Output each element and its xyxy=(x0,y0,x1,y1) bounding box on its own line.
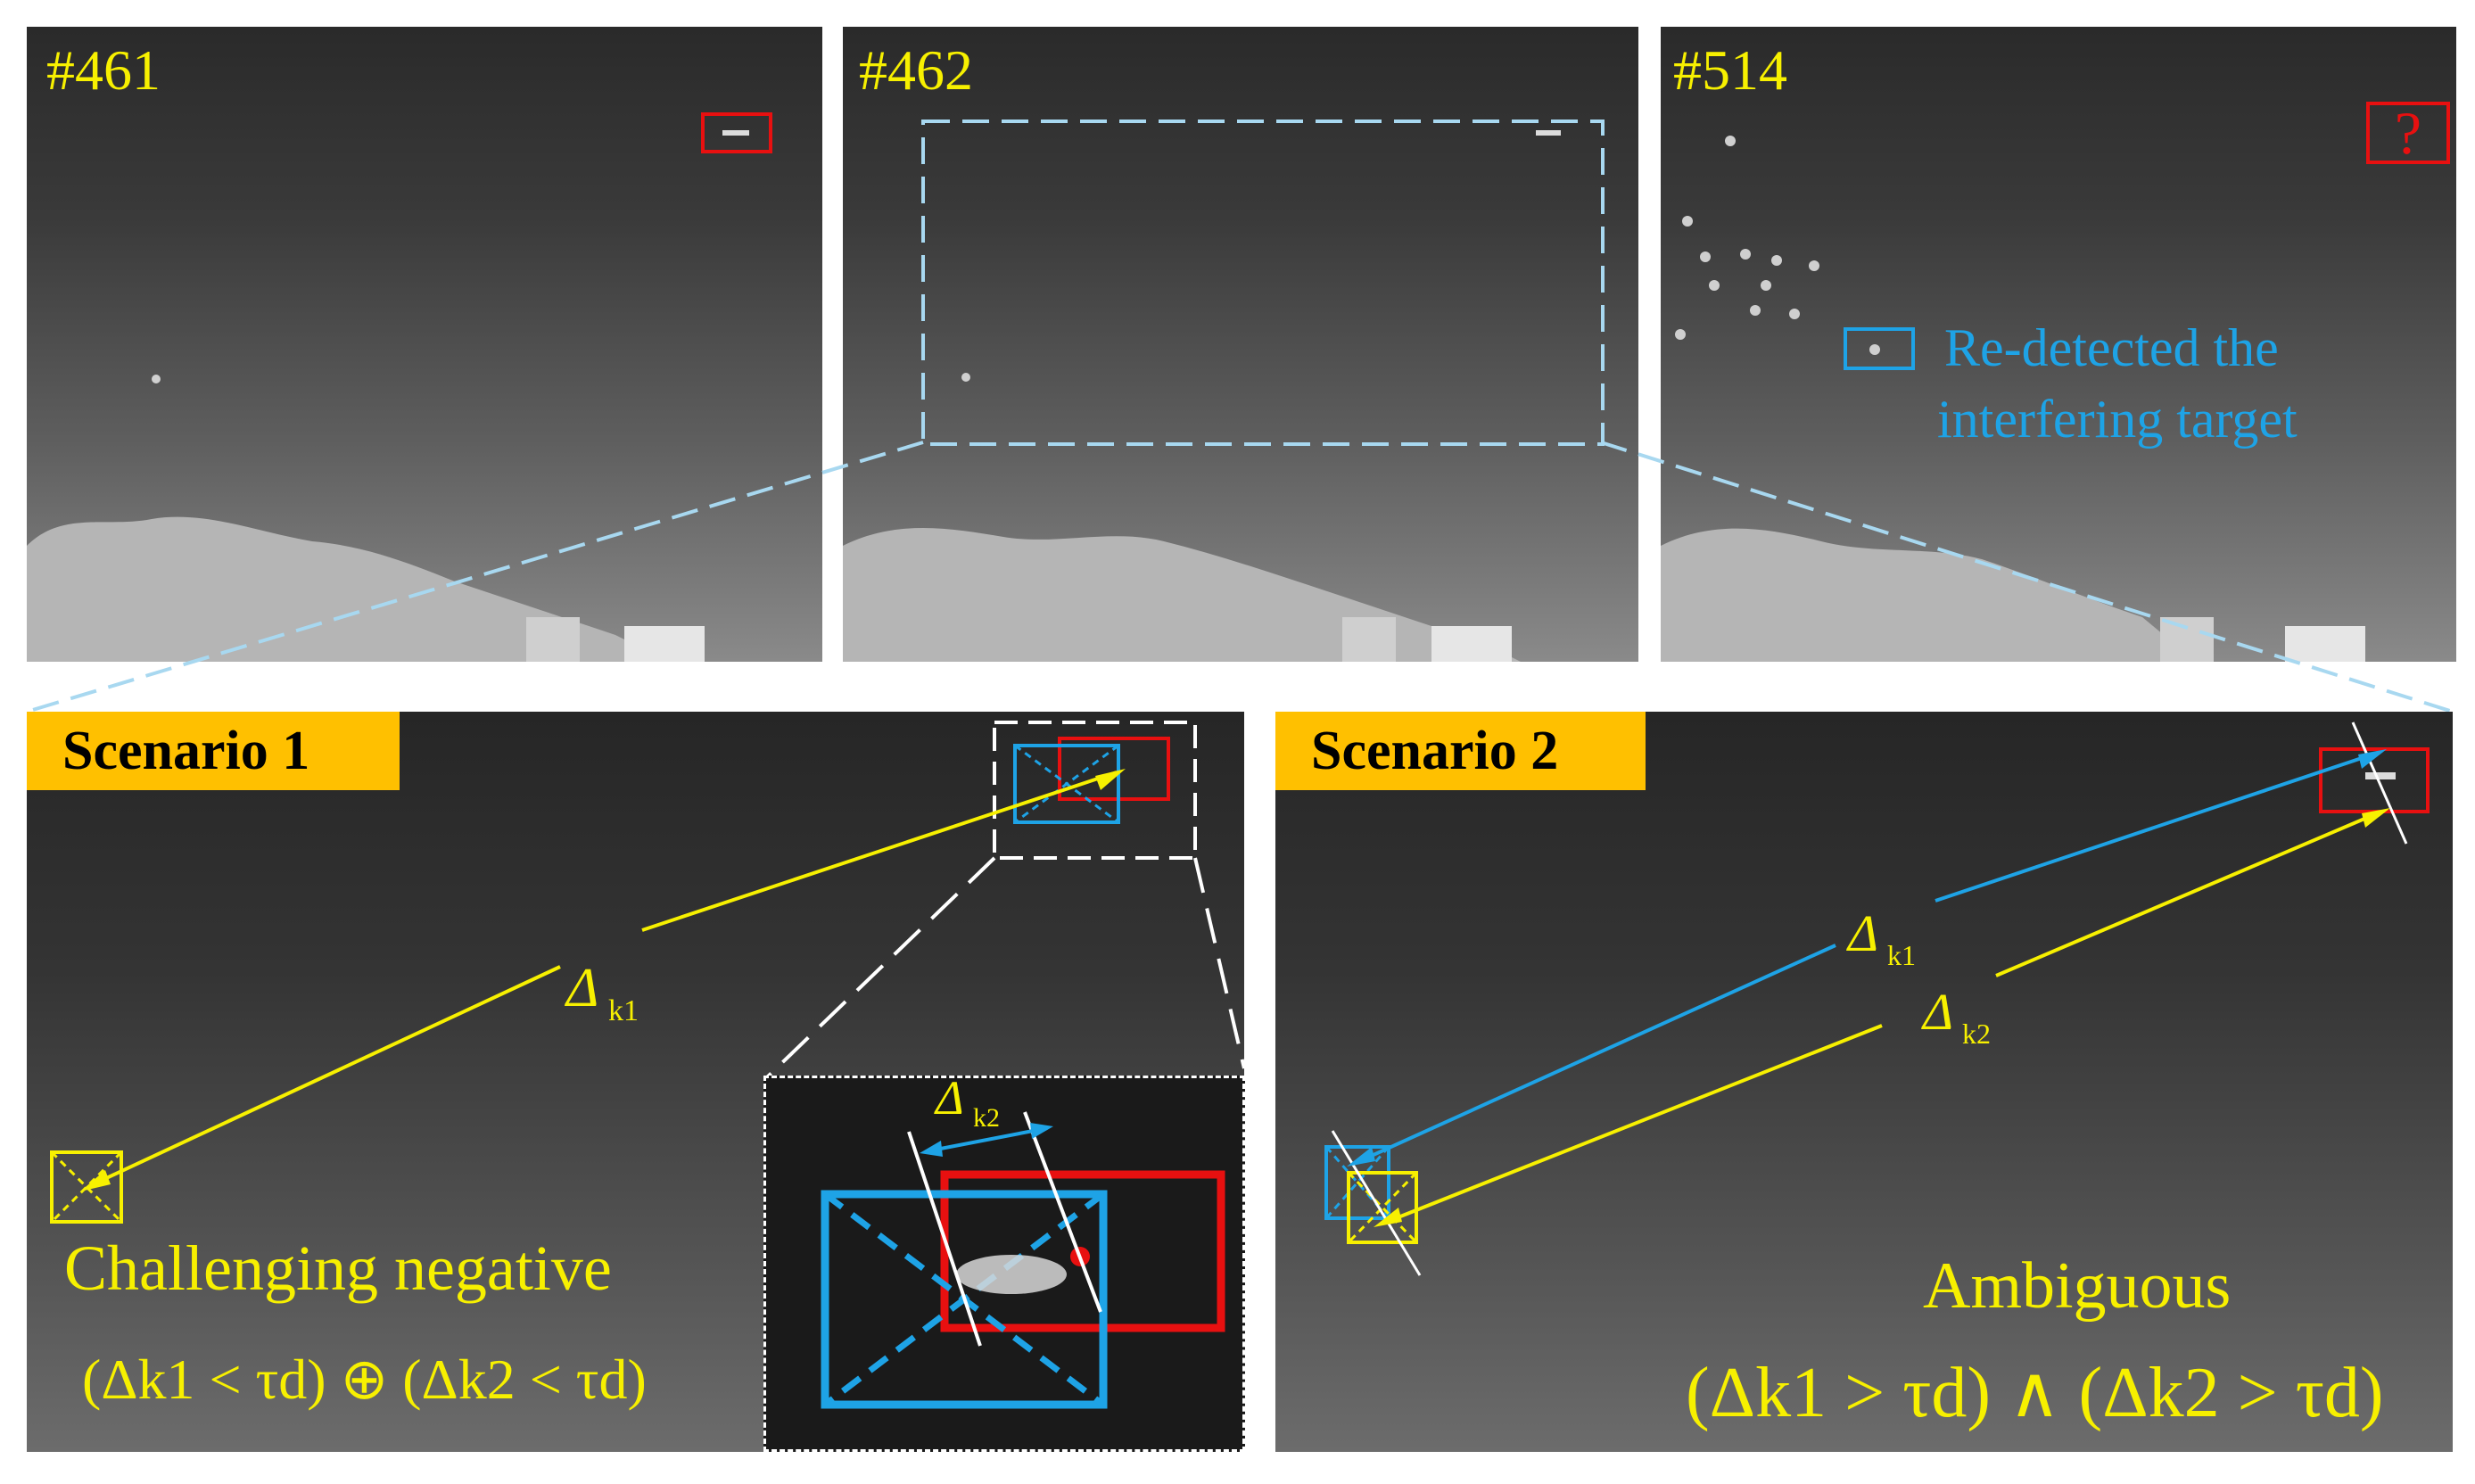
redetected-label-line1: Re-detected the xyxy=(1944,318,2279,377)
scenario-2-formula: (Δk1 > τd) ∧ (Δk2 > τd) xyxy=(1686,1354,2384,1432)
delta-k2-label: Δ xyxy=(1921,983,1953,1041)
delta-k2-arrow xyxy=(926,1126,1048,1153)
delta-k1-label: Δ xyxy=(1846,904,1878,962)
bird xyxy=(152,375,161,383)
blue-box-diagonal xyxy=(1014,744,1119,824)
bird xyxy=(961,373,970,382)
delta-k1-arrow xyxy=(88,965,561,1188)
bird-flock xyxy=(1675,136,1819,340)
drone-target xyxy=(722,130,749,136)
zoom-inset-overlay: Δ k2 xyxy=(821,1078,1225,1409)
scenario-1-tag: Scenario 1 xyxy=(27,712,400,790)
delta-k1-arrow xyxy=(1355,944,1836,1165)
delta-k2-arrow xyxy=(1995,810,2382,977)
drone-target xyxy=(956,1255,1067,1294)
frame-514: #514 ? Re-detected the interfering targe… xyxy=(1661,27,2456,662)
delta-k1-arrow xyxy=(1935,751,2379,903)
question-mark: ? xyxy=(2395,99,2421,167)
candidate-box-yellow xyxy=(1347,1171,1418,1244)
scenario-1-overlay: Δ k1 Challenging negative (Δk1 < τd) ⊕ (… xyxy=(50,721,1244,1411)
frame-514-overlay: ? Re-detected the interfering target xyxy=(1675,99,2450,449)
frame-number: #514 xyxy=(1673,38,1787,102)
delta-k2-arrow xyxy=(1382,1024,1883,1225)
scenario-2-overlay: Δ k1 Δ k2 Ambiguous (Δk1 > τd) ∧ (Δk2 > … xyxy=(1324,721,2430,1432)
delta-k1-subscript: k1 xyxy=(1887,939,1916,971)
treeline xyxy=(843,528,1521,662)
drone-target xyxy=(1536,130,1561,136)
predicted-box-red xyxy=(940,1170,1225,1332)
redetected-bird xyxy=(1869,344,1880,355)
zoom-region-box xyxy=(921,120,1605,446)
frame-number: #461 xyxy=(46,38,161,102)
frame-462: #462 xyxy=(843,27,1638,662)
delta-k1-subscript: k1 xyxy=(608,994,639,1027)
frame-461-overlay xyxy=(152,112,772,383)
redetected-box xyxy=(1844,327,1915,370)
candidate-box-blue xyxy=(1013,744,1120,824)
frame-462-overlay xyxy=(921,120,1605,446)
delta-k2-subscript: k2 xyxy=(973,1103,1000,1133)
scenario-2-caption: Ambiguous xyxy=(1923,1249,2231,1323)
frame-number: #462 xyxy=(859,38,973,102)
drone-target xyxy=(2365,772,2396,779)
candidate-box-blue xyxy=(821,1190,1108,1409)
target-box-red xyxy=(701,112,772,153)
scenario-1-caption: Challenging negative xyxy=(64,1233,612,1304)
start-box-yellow xyxy=(50,1150,123,1224)
lost-target-box xyxy=(2366,102,2450,164)
delta-k2-subscript: k2 xyxy=(1962,1018,1991,1050)
scenario-2-panel: Δ k1 Δ k2 Ambiguous (Δk1 > τd) ∧ (Δk2 > … xyxy=(1275,712,2453,1452)
delta-k1-arrow xyxy=(641,771,1118,932)
frame-461: #461 xyxy=(27,27,822,662)
zoom-source-box xyxy=(993,721,1197,860)
delta-k1-label: Δ xyxy=(564,958,598,1018)
predicted-box-red xyxy=(1058,737,1170,801)
delta-k2-label: Δ xyxy=(934,1078,964,1125)
zoom-inset: Δ k2 xyxy=(763,1076,1245,1452)
redetected-label-line2: interfering target xyxy=(1937,390,2298,449)
scenario-2-tag: Scenario 2 xyxy=(1275,712,1646,790)
scenario-1-formula: (Δk1 < τd) ⊕ (Δk2 < τd) xyxy=(82,1348,647,1411)
candidate-box-blue xyxy=(1324,1145,1390,1220)
